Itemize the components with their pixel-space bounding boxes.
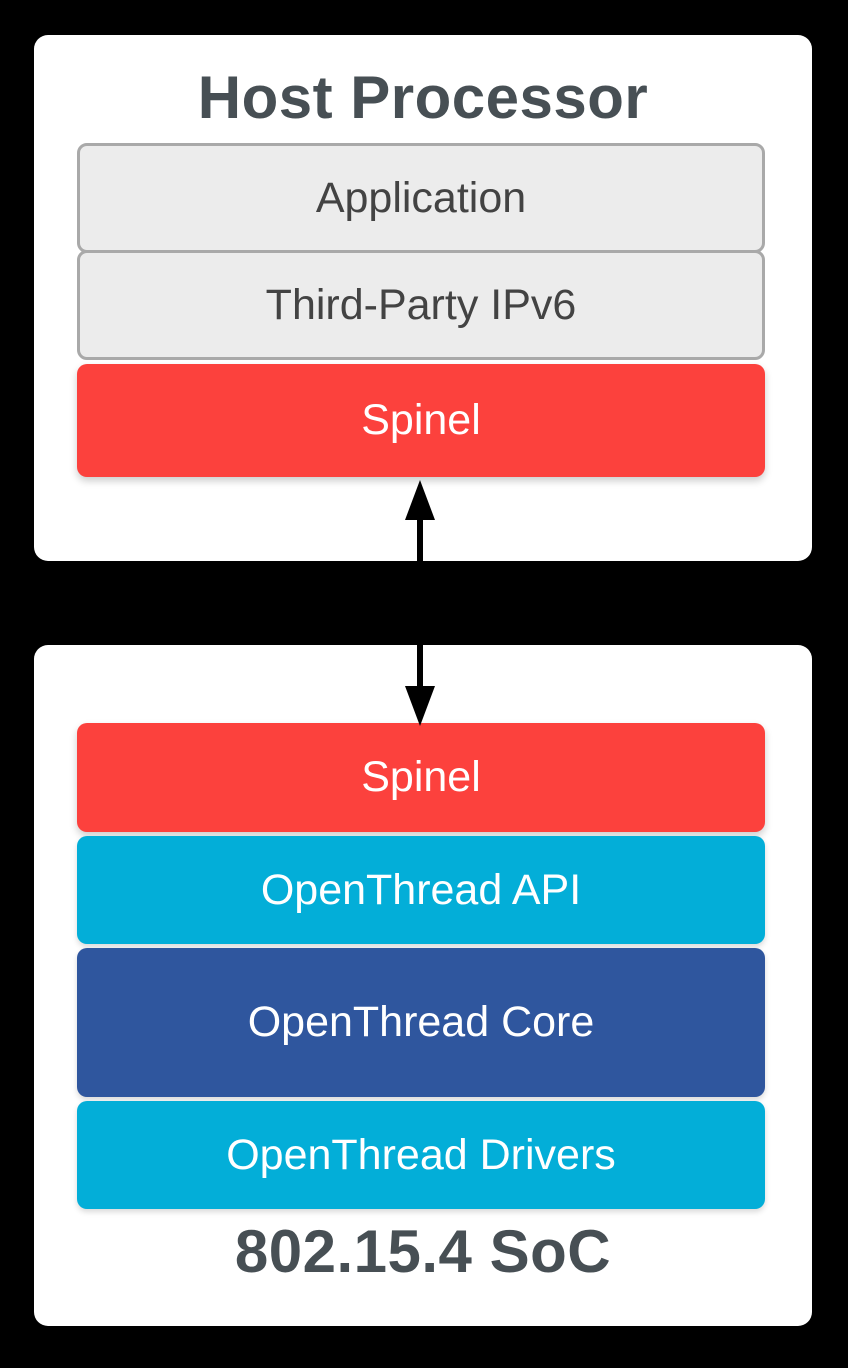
soc-card-title: 802.15.4 SoC [234,1218,612,1285]
layer-host-spinel: Spinel [77,364,765,477]
layer-soc-spinel-label: Spinel [361,753,481,801]
layer-openthread-core-label: OpenThread Core [247,998,595,1046]
bidirectional-arrow-icon [405,480,435,726]
layer-openthread-api: OpenThread API [77,836,765,944]
host-card-title: Host Processor [197,64,649,131]
layer-application-label: Application [315,173,527,222]
layer-openthread-core: OpenThread Core [77,948,765,1097]
layer-openthread-drivers-label: OpenThread Drivers [226,1130,616,1179]
host-processor-card: Host Processor Application Third-Party I… [34,35,812,561]
layer-openthread-drivers: OpenThread Drivers [77,1101,765,1209]
layer-openthread-api-label: OpenThread API [260,865,582,914]
layer-third-party-ipv6: Third-Party IPv6 [77,250,765,360]
layer-soc-spinel: Spinel [77,723,765,832]
layer-third-party-ipv6-label: Third-Party IPv6 [265,280,577,329]
layer-host-spinel-label: Spinel [361,396,481,444]
layer-application: Application [77,143,765,253]
soc-card: Spinel OpenThread API OpenThread Core Op… [34,645,812,1326]
